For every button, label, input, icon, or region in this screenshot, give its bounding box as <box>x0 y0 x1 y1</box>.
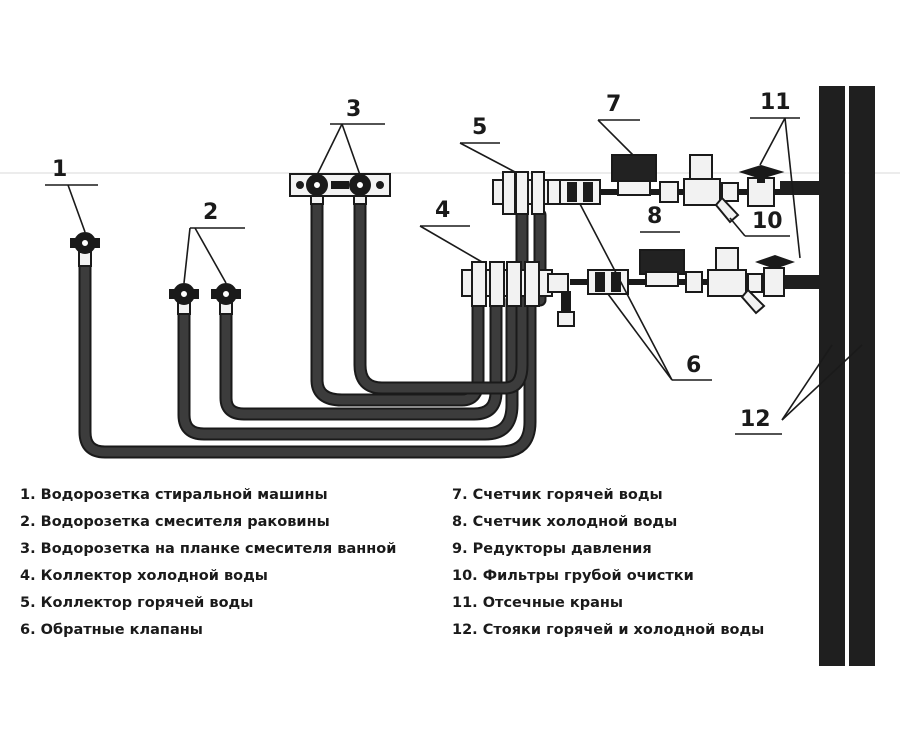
callout-4: 4 <box>435 198 450 223</box>
callout-2: 2 <box>203 200 218 225</box>
callout-7: 7 <box>606 92 621 117</box>
callout-10: 10 <box>752 209 783 234</box>
leader-lines <box>45 117 863 435</box>
legend-item-7: 7. Счетчик горячей воды <box>452 487 663 503</box>
outlet-3-bath-plate <box>289 173 391 205</box>
legend-item-12: 12. Стояки горячей и холодной воды <box>452 622 765 638</box>
legend-item-5: 5. Коллектор горячей воды <box>20 595 254 611</box>
callout-8: 8 <box>647 204 662 229</box>
hot-line <box>559 154 785 224</box>
legend-item-4: 4. Коллектор холодной воды <box>20 568 268 584</box>
hoses <box>78 195 547 459</box>
callout-3: 3 <box>346 97 361 122</box>
legend-item-9: 9. Редукторы давления <box>452 541 652 557</box>
outlet-1-washing-machine <box>70 232 100 267</box>
callout-12: 12 <box>740 407 771 432</box>
legend-item-8: 8. Счетчик холодной воды <box>452 514 678 530</box>
outlet-2-sink <box>169 283 241 315</box>
riser-branches <box>780 181 820 289</box>
legend-item-3: 3. Водорозетка на планке смесителя ванно… <box>20 541 397 557</box>
callout-1: 1 <box>52 157 67 182</box>
legend-item-6: 6. Обратные клапаны <box>20 622 203 638</box>
cold-line <box>570 247 796 315</box>
legend-item-10: 10. Фильтры грубой очистки <box>452 568 694 584</box>
legend-item-1: 1. Водорозетка стиральной машины <box>20 487 328 503</box>
callout-5: 5 <box>472 115 487 140</box>
hot-water-collector <box>492 171 571 215</box>
cold-water-collector <box>461 261 575 327</box>
legend-item-2: 2. Водорозетка смесителя раковины <box>20 514 330 530</box>
risers <box>819 86 875 666</box>
callout-11: 11 <box>760 90 791 115</box>
callout-6: 6 <box>686 353 701 378</box>
legend-item-11: 11. Отсечные краны <box>452 595 623 611</box>
